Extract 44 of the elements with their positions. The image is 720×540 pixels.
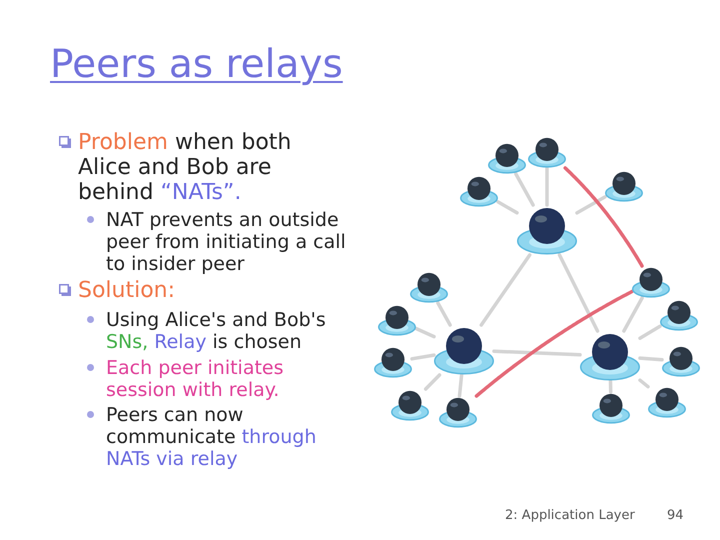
peer-host-icon [439, 396, 477, 428]
link-line [622, 296, 644, 333]
bullet-heading: Solution: [78, 278, 176, 303]
peer-host-icon [660, 299, 698, 331]
bullet-text: Peers can now communicate through NATs via relay [106, 404, 318, 470]
curved-link-line [563, 166, 644, 268]
link-line [410, 353, 436, 361]
link-line [414, 326, 436, 338]
link-line [436, 301, 452, 327]
peer-host-icon [528, 136, 566, 168]
bullet-text: NAT prevents an outside peer from initiating a call to insider peer [106, 209, 347, 275]
peer-host-icon [391, 389, 429, 421]
link-line [492, 349, 582, 357]
curved-link-line [474, 290, 634, 398]
link-line [545, 166, 549, 207]
bullet-text: Using Alice's and Bob's SNs, Relay is chosen [106, 309, 327, 353]
peer-host-icon [648, 386, 686, 418]
bullet-text: Each peer initiates session with relay. [106, 357, 285, 401]
link-line [480, 253, 532, 327]
slide-title: Peers as relays [50, 42, 343, 88]
supernode-host-icon [434, 325, 494, 375]
peer-host-icon [592, 392, 630, 424]
peer-host-icon [662, 345, 700, 377]
link-line [424, 373, 442, 391]
bullet-text: Problem when both Alice and Bob are behind “NATs”. [78, 130, 292, 205]
link-line [608, 379, 612, 394]
peer-host-icon [378, 304, 416, 336]
peer-host-icon [488, 142, 526, 174]
footer-text: 2: Application Layer [505, 508, 635, 524]
link-line [638, 324, 662, 340]
peer-host-icon [632, 266, 670, 298]
link-line [638, 356, 664, 362]
peer-host-icon [605, 170, 643, 202]
peer-host-icon [410, 271, 448, 303]
link-line [558, 253, 600, 333]
link-line [575, 195, 607, 215]
page-number: 94 [667, 508, 684, 524]
link-line [496, 200, 519, 215]
link-line [458, 373, 464, 398]
peer-host-icon [460, 175, 498, 207]
link-line [638, 378, 650, 388]
peer-host-icon [374, 346, 412, 378]
supernode-host-icon [517, 205, 577, 255]
supernode-host-icon [580, 331, 640, 381]
